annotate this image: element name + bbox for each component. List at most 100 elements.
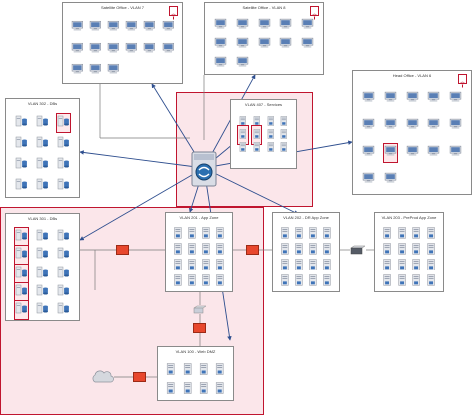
workstation-icon[interactable] — [71, 19, 84, 37]
server-icon[interactable] — [215, 242, 225, 260]
workstation-icon[interactable] — [125, 41, 138, 59]
server-icon[interactable] — [382, 226, 392, 244]
server-icon[interactable] — [250, 124, 263, 145]
server-icon[interactable] — [214, 362, 225, 380]
workstation-icon[interactable] — [89, 41, 102, 59]
server-icon[interactable] — [294, 242, 304, 260]
server-icon[interactable] — [182, 381, 193, 399]
workstation-icon[interactable] — [301, 36, 314, 54]
workstation-icon[interactable] — [301, 17, 314, 35]
server-icon[interactable] — [397, 226, 407, 244]
server-icon[interactable] — [173, 273, 183, 291]
workstation-icon[interactable] — [449, 144, 462, 162]
server-icon[interactable] — [201, 226, 211, 244]
database-icon[interactable] — [36, 177, 49, 195]
workstation-icon[interactable] — [279, 17, 292, 35]
zone-vlan-302-dbs[interactable]: VLAN 302 - DBs — [5, 98, 80, 198]
database-icon[interactable] — [36, 228, 49, 246]
firewall-icon[interactable] — [133, 372, 146, 382]
workstation-icon[interactable] — [143, 41, 156, 59]
server-icon[interactable] — [165, 362, 176, 380]
database-icon[interactable] — [14, 299, 29, 320]
workstation-icon[interactable] — [236, 55, 249, 73]
database-icon[interactable] — [36, 114, 49, 132]
server-icon[interactable] — [308, 242, 318, 260]
workstation-icon[interactable] — [362, 90, 375, 108]
server-icon[interactable] — [266, 126, 276, 144]
workstation-icon[interactable] — [362, 144, 375, 162]
workstation-icon[interactable] — [125, 19, 138, 37]
database-icon[interactable] — [57, 283, 70, 301]
server-icon[interactable] — [280, 257, 290, 275]
server-icon[interactable] — [382, 242, 392, 260]
server-icon[interactable] — [382, 273, 392, 291]
workstation-icon[interactable] — [384, 117, 397, 135]
server-icon[interactable] — [411, 242, 421, 260]
workstation-icon[interactable] — [406, 117, 419, 135]
workstation-icon[interactable] — [214, 17, 227, 35]
workstation-icon[interactable] — [89, 19, 102, 37]
database-icon[interactable] — [57, 301, 70, 319]
server-icon[interactable] — [187, 257, 197, 275]
database-icon[interactable] — [57, 228, 70, 246]
server-icon[interactable] — [279, 126, 289, 144]
server-icon[interactable] — [322, 226, 332, 244]
zone-vlan-301-dbs[interactable]: VLAN 301 - DBs — [5, 213, 80, 321]
server-icon[interactable] — [280, 226, 290, 244]
server-icon[interactable] — [280, 242, 290, 260]
server-icon[interactable] — [397, 273, 407, 291]
workstation-icon[interactable] — [362, 171, 375, 189]
server-icon[interactable] — [214, 381, 225, 399]
workstation-icon[interactable] — [449, 90, 462, 108]
workstation-icon[interactable] — [279, 36, 292, 54]
server-icon[interactable] — [187, 273, 197, 291]
server-icon[interactable] — [238, 113, 248, 131]
database-icon[interactable] — [15, 177, 28, 195]
zone-vlan-202-dr-app-zone[interactable]: VLAN 202 - DR App Zone — [272, 212, 340, 292]
database-icon[interactable] — [15, 156, 28, 174]
database-icon[interactable] — [56, 113, 71, 134]
database-icon[interactable] — [57, 265, 70, 283]
server-icon[interactable] — [426, 273, 436, 291]
server-icon[interactable] — [201, 273, 211, 291]
server-icon[interactable] — [198, 362, 209, 380]
zone-vlan-201-app-zone[interactable]: VLAN 201 - App Zone — [165, 212, 233, 292]
server-icon[interactable] — [279, 113, 289, 131]
server-icon[interactable] — [322, 257, 332, 275]
server-icon[interactable] — [173, 257, 183, 275]
server-icon[interactable] — [426, 242, 436, 260]
server-icon[interactable] — [294, 273, 304, 291]
workstation-icon[interactable] — [107, 41, 120, 59]
firewall-icon[interactable] — [116, 245, 129, 255]
server-icon[interactable] — [266, 139, 276, 157]
server-icon[interactable] — [397, 257, 407, 275]
workstation-icon[interactable] — [71, 41, 84, 59]
zone-head-office-vlan-6[interactable]: Head Office - VLAN 6 — [352, 70, 472, 195]
server-icon[interactable] — [237, 124, 249, 145]
database-icon[interactable] — [14, 245, 29, 266]
workstation-icon[interactable] — [384, 90, 397, 108]
server-icon[interactable] — [279, 139, 289, 157]
database-icon[interactable] — [14, 281, 29, 302]
firewall-icon[interactable] — [193, 323, 206, 333]
database-icon[interactable] — [15, 135, 28, 153]
workstation-icon[interactable] — [236, 36, 249, 54]
server-icon[interactable] — [252, 139, 262, 157]
workstation-icon[interactable] — [214, 55, 227, 73]
database-icon[interactable] — [36, 283, 49, 301]
server-icon[interactable] — [322, 242, 332, 260]
zone-vlan-407-services[interactable]: VLAN 407 - Services — [230, 99, 297, 169]
workstation-icon[interactable] — [214, 36, 227, 54]
server-icon[interactable] — [215, 226, 225, 244]
server-icon[interactable] — [201, 257, 211, 275]
workstation-icon[interactable] — [162, 19, 175, 37]
server-icon[interactable] — [426, 226, 436, 244]
database-icon[interactable] — [36, 156, 49, 174]
server-icon[interactable] — [294, 226, 304, 244]
server-icon[interactable] — [252, 113, 262, 131]
server-icon[interactable] — [411, 257, 421, 275]
database-icon[interactable] — [57, 156, 70, 174]
server-icon[interactable] — [411, 273, 421, 291]
server-icon[interactable] — [173, 242, 183, 260]
server-icon[interactable] — [173, 226, 183, 244]
